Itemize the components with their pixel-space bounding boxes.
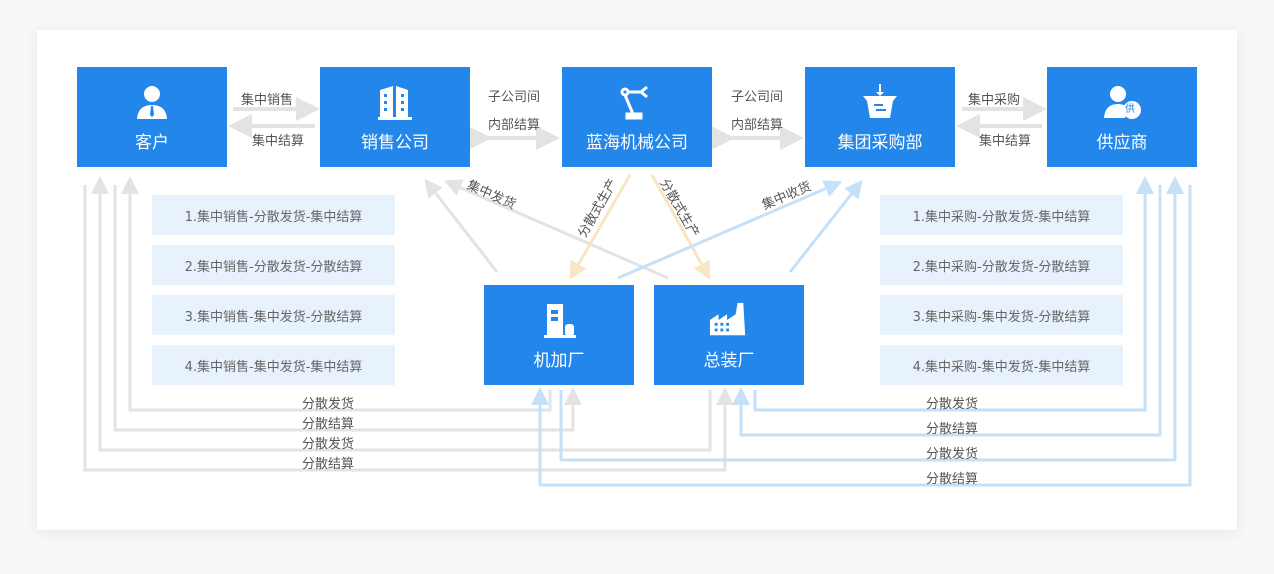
node-label: 总装厂 <box>703 350 755 371</box>
node-label: 集团采购部 <box>837 132 923 153</box>
edge-label: 内部结算 <box>731 118 784 133</box>
edge-label: 子公司间 <box>488 90 541 105</box>
mode-item-right: 4.集中采购-集中发货-集中结算 <box>880 345 1123 385</box>
mode-item-right: 1.集中采购-分散发货-集中结算 <box>880 195 1123 235</box>
node-label: 客户 <box>135 132 169 153</box>
edge-label: 分散发货 <box>302 397 355 412</box>
edge-label: 内部结算 <box>488 118 541 133</box>
person-tie-icon <box>132 82 172 122</box>
node-supplier[interactable]: 供 供应商 <box>1047 67 1197 167</box>
edge-label: 分散结算 <box>926 422 979 437</box>
node-label: 机加厂 <box>533 350 585 371</box>
edge-label: 子公司间 <box>731 90 784 105</box>
mode-item-right: 2.集中采购-分散发货-分散结算 <box>880 245 1123 285</box>
edge-label: 分散发货 <box>926 397 979 412</box>
edge-label: 分散发货 <box>926 447 979 462</box>
factory-icon <box>709 300 749 340</box>
mode-item-left: 1.集中销售-分散发货-集中结算 <box>152 195 395 235</box>
edge-label: 分散发货 <box>302 437 355 452</box>
building-icon <box>375 82 415 122</box>
node-lanhai[interactable]: 蓝海机械公司 <box>562 67 712 167</box>
edge-label: 分散结算 <box>302 417 355 432</box>
node-label: 销售公司 <box>361 132 429 153</box>
edge-label: 分散结算 <box>926 472 979 487</box>
node-label: 供应商 <box>1096 132 1148 153</box>
plant-icon <box>539 300 579 340</box>
edge-label: 集中销售 <box>241 93 294 108</box>
supplier-badge: 供 <box>1125 103 1135 115</box>
edge-label: 分散结算 <box>302 457 355 472</box>
node-label: 蓝海机械公司 <box>586 132 688 153</box>
node-assembly-plant[interactable]: 总装厂 <box>654 285 804 385</box>
mode-item-right: 3.集中采购-集中发货-分散结算 <box>880 295 1123 335</box>
mode-item-left: 3.集中销售-集中发货-分散结算 <box>152 295 395 335</box>
edge-label: 集中采购 <box>968 93 1021 108</box>
edge-label: 集中结算 <box>252 134 305 149</box>
node-customer[interactable]: 客户 <box>77 67 227 167</box>
basket-icon <box>860 82 900 122</box>
node-machining-plant[interactable]: 机加厂 <box>484 285 634 385</box>
supplier-person-icon: 供 <box>1102 82 1142 122</box>
mode-item-left: 2.集中销售-分散发货-分散结算 <box>152 245 395 285</box>
robot-arm-icon <box>617 82 657 122</box>
node-purchase-dept[interactable]: 集团采购部 <box>805 67 955 167</box>
node-sales-company[interactable]: 销售公司 <box>320 67 470 167</box>
mode-item-left: 4.集中销售-集中发货-集中结算 <box>152 345 395 385</box>
edge-label: 集中结算 <box>979 134 1032 149</box>
